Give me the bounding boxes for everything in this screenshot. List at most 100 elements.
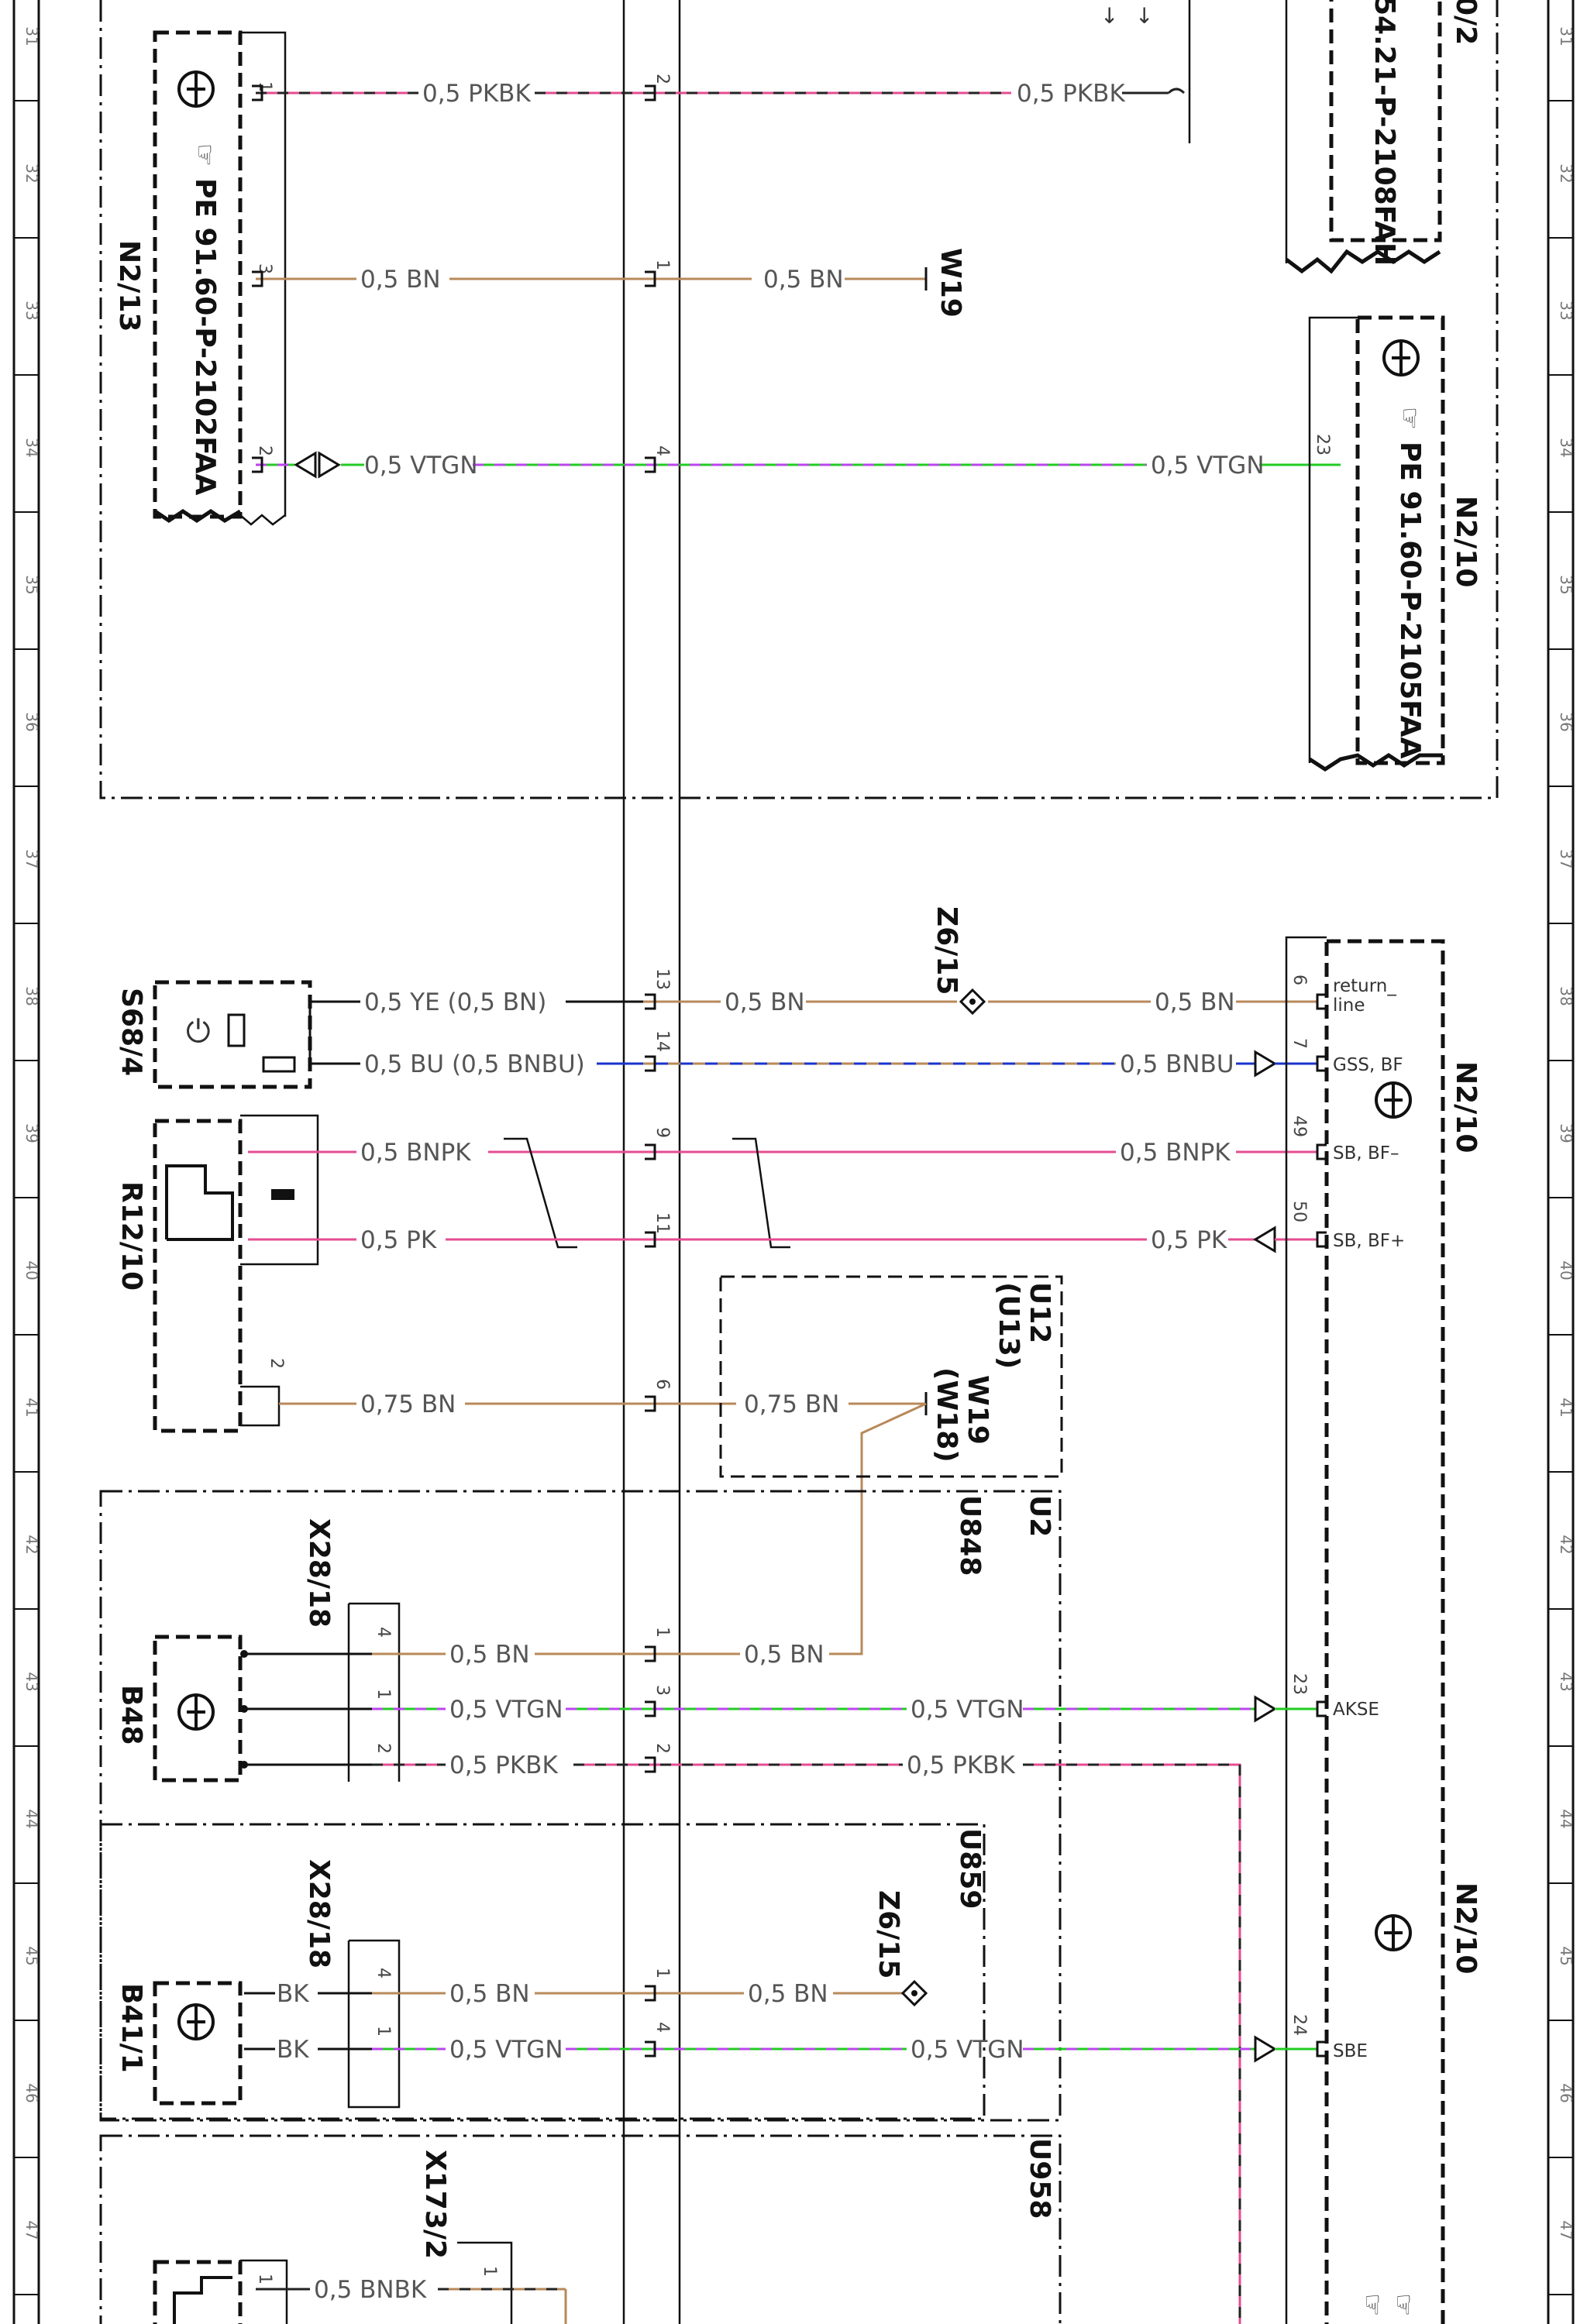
hand-pointer-icon: ☞ <box>1388 2293 1419 2316</box>
separation-lines <box>622 0 681 2324</box>
wire-label: 0,5 YE (0,5 BN) <box>364 988 546 1016</box>
wire-label: 0,5 PKBK <box>422 80 531 108</box>
ruler-number: 42 <box>22 1535 41 1554</box>
n2-10-top-module: ☞ PE 91.60-P-2105FAA N2/10 <box>1308 315 1482 772</box>
connector-bracket <box>252 270 263 287</box>
pin-number: 2 <box>374 1743 393 1754</box>
wire-b48-vtgn: 0,5 VTGN 0,5 VTGN 1 3 23 <box>244 1673 1317 1724</box>
pin-number: 1 <box>374 2026 393 2037</box>
ruler-number: 37 <box>22 849 41 868</box>
n2-13-label: N2/13 <box>113 240 145 332</box>
switch-symbol-icon: ⏻ <box>186 1014 211 1050</box>
wire-label: BK <box>277 1980 309 2008</box>
ruler-number: 33 <box>22 301 41 320</box>
pin-number: 6 <box>1289 975 1309 985</box>
n2-10-bot-label: N2/10 <box>1450 1882 1482 1974</box>
pin-number: 1 <box>374 1689 393 1700</box>
wire-label: 0,5 BN <box>449 1641 530 1669</box>
ruler-number: 39 <box>1557 1123 1575 1143</box>
arrow-down-icon: ↓ <box>1100 3 1118 29</box>
w18-label: (W18) <box>931 1367 962 1463</box>
u12-box: U12 (U13) W19 (W18) <box>719 1275 1063 1478</box>
pin-number: 4 <box>374 1968 393 1978</box>
wire-label: 0,5 BU (0,5 BNBU) <box>364 1050 585 1078</box>
wire-label: 0,5 VTGN <box>449 2036 563 2064</box>
ruler-number: 42 <box>1557 1535 1575 1554</box>
wire-label: 0,75 BN <box>744 1391 839 1418</box>
r12-10-module: R12/10 2 <box>115 1114 319 1433</box>
b48-label: B48 <box>115 1685 147 1745</box>
ruler-number: 31 <box>1557 26 1575 46</box>
wire-label: 0,5 BN <box>449 1980 530 2008</box>
pin-number: 1 <box>652 260 672 270</box>
pin-number: 3 <box>652 1685 672 1696</box>
wire-bu-bnbu: 0,5 BU (0,5 BNBU) 0,5 BNBU 14 7 <box>310 1030 1317 1078</box>
wire-bn075: 0,75 BN 0,75 BN 6 <box>279 1379 928 1655</box>
pin-number: 49 <box>1289 1116 1309 1137</box>
connector-bracket <box>645 1985 656 2002</box>
pin-number: 23 <box>1289 1673 1309 1695</box>
u12-label: U12 <box>1024 1282 1055 1343</box>
pin-number: 4 <box>374 1627 393 1638</box>
n2-13-ref: PE 91.60-P-2102FAA <box>189 178 221 496</box>
z6-15-label: Z6/15 <box>931 906 962 995</box>
signal-return: return_ <box>1333 976 1396 996</box>
ruler-number: 35 <box>1557 575 1575 594</box>
pin-number: 1 <box>652 1968 672 1978</box>
ground-diamond-icon <box>959 988 986 1016</box>
x28-18-label: X28/18 <box>303 1859 335 1968</box>
signal-sbe: SBE <box>1333 2041 1368 2061</box>
wire-label: 0,5 PK <box>1151 1226 1227 1254</box>
ruler-number: 43 <box>22 1672 41 1691</box>
transistor-symbol-icon <box>177 70 215 108</box>
pin-number: 4 <box>652 2022 672 2033</box>
top-area-frame <box>99 0 1499 799</box>
ruler-number: 38 <box>22 986 41 1006</box>
pin-number: 2 <box>255 445 274 456</box>
connector-bracket <box>645 1645 656 1662</box>
connector-bracket <box>645 993 656 1010</box>
u958-label: U958 <box>1024 2138 1055 2219</box>
connector-bracket <box>645 1231 656 1248</box>
wire-label: 0,5 BNBK <box>314 2276 427 2304</box>
pin-number: 11 <box>652 1212 672 1234</box>
connector-bracket <box>645 1395 656 1412</box>
x173-2-area: X173/2 0,5 BNBK 1 1 <box>153 2150 567 2324</box>
b48-sensor: B48 X28/18 <box>115 1518 401 1783</box>
ruler-number: 36 <box>1557 712 1575 731</box>
hand-pointer-icon: ☞ <box>1357 2293 1388 2316</box>
connector-bracket <box>1316 1143 1327 1160</box>
connector-bracket <box>645 1055 656 1072</box>
pin-number: 1 <box>652 1627 672 1638</box>
ruler-number: 34 <box>22 438 41 457</box>
w19-label: W19 <box>935 248 966 318</box>
connector-bracket <box>1316 2040 1327 2058</box>
s68-4-switch: ⏻ S68/4 <box>115 980 312 1089</box>
z6-15-label: Z6/15 <box>873 1890 904 1978</box>
connector-bracket <box>645 2040 656 2058</box>
wire-label: BK <box>277 2036 309 2064</box>
signal-sb-minus: SB, BF– <box>1333 1143 1399 1164</box>
ruler-number: 38 <box>1557 986 1575 1006</box>
pin-number: 50 <box>1289 1201 1309 1222</box>
ruler-number: 37 <box>1557 849 1575 868</box>
ground-diamond-icon <box>900 1979 928 2007</box>
ruler-number: 46 <box>1557 2083 1575 2102</box>
wire-b41-bn: BK 0,5 BN 0,5 BN Z6/15 4 1 <box>244 1890 928 2008</box>
ruler-number: 46 <box>22 2083 41 2102</box>
u13-label: (U13) <box>993 1282 1024 1369</box>
arrow-down-icon: ↓ <box>1135 3 1153 29</box>
pin-number: 2 <box>652 74 672 84</box>
n2-13-module: ☞ PE 91.60-P-2102FAA N2/13 <box>113 30 287 526</box>
w19-mid-label: W19 <box>962 1375 993 1445</box>
u848-label: U848 <box>954 1495 986 1576</box>
ruler-number: 31 <box>22 26 41 46</box>
wire-label: 0,5 BN <box>360 266 441 294</box>
pin-number: 4 <box>652 445 672 456</box>
r12-10-label: R12/10 <box>115 1181 147 1291</box>
ruler-number: 39 <box>22 1123 41 1143</box>
u2-label: U2 <box>1024 1495 1055 1537</box>
wire-pkbk-top: 0,5 PKBK 0,5 PKBK 1 2 <box>255 74 1186 108</box>
wire-label: 0,5 VTGN <box>911 1696 1024 1724</box>
